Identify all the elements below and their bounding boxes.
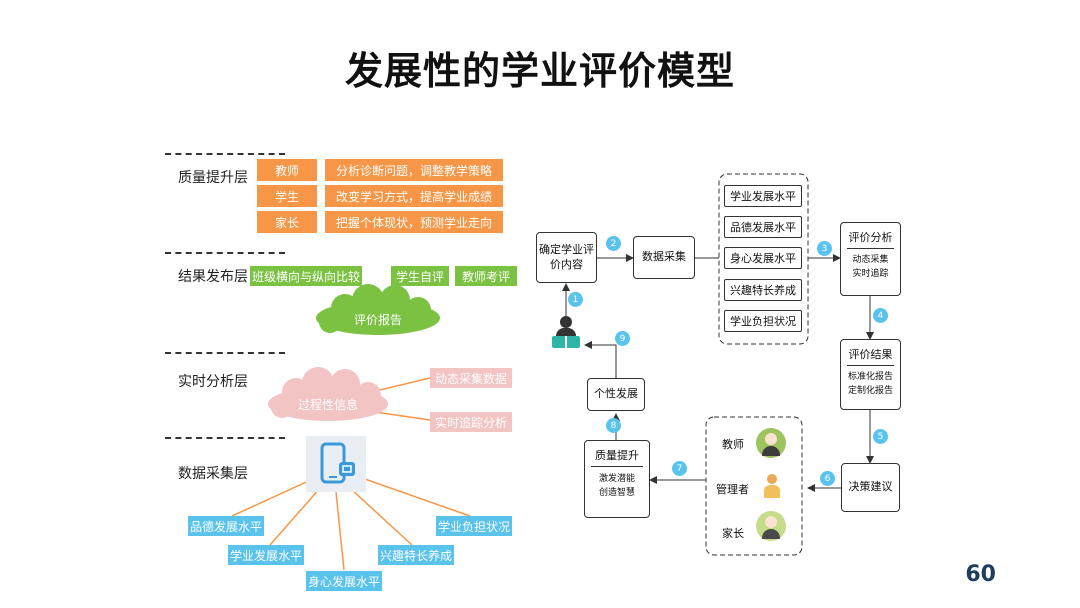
stakeholder-label: 管理者 [716,483,749,496]
mobile-device-icon [306,436,366,492]
flow-indicator: 学业负担状况 [724,310,802,332]
flow-analysis-line: 实时追踪 [852,268,889,279]
collect-link-5 [361,477,471,517]
divider [847,365,894,366]
step-badge: 1 [568,292,583,307]
layer-label-collect: 数据采集层 [178,466,248,482]
page-title: 发展性的学业评价模型 [344,49,735,93]
collect-link-4 [351,489,413,546]
divider [591,466,643,467]
collect-tag: 品德发展水平 [188,516,264,536]
layer-divider [165,437,285,439]
collect-tag: 兴趣特长养成 [378,545,454,565]
flow-analysis-box: 评价分析 动态采集 实时追踪 [840,222,901,296]
result-cloud: 评价报告 [353,313,402,327]
step-badge: 8 [606,418,621,433]
flow-quality-title: 质量提升 [595,449,639,462]
flow-indicator: 品德发展水平 [724,216,802,238]
student-reading-icon [549,316,583,350]
flow-collect-box: 数据采集 [633,236,695,279]
indicators-container [718,173,809,345]
teacher-avatar-icon [756,428,786,458]
step-badge: 2 [606,236,621,251]
step-badge: 7 [672,461,687,476]
collect-tag: 学业发展水平 [228,545,304,565]
quality-role: 教师 [257,159,317,181]
step-badge: 6 [820,471,835,486]
flow-result-line: 标准化报告 [847,372,893,382]
realtime-cloud: 过程性信息 [297,398,358,412]
collect-link-1 [231,477,316,517]
layer-label-realtime: 实时分析层 [178,374,248,390]
step-badge: 4 [873,308,888,323]
flow-analysis-title: 评价分析 [848,231,893,244]
realtime-link-2 [374,411,431,421]
stakeholders-container [705,416,803,556]
flow-result-line: 定制化报告 [847,385,893,396]
collect-link-2 [269,487,321,546]
quality-role: 家长 [257,211,317,233]
collect-tag: 学业负担状况 [436,516,512,536]
realtime-tag: 实时追踪分析 [430,412,512,432]
flow-decision-box: 决策建议 [841,463,900,512]
flow-indicator: 兴趣特长养成 [724,279,802,301]
step-badge: 5 [873,429,888,444]
layer-label-result: 结果发布层 [178,269,248,285]
quality-action: 改变学习方式，提高学业成绩 [325,185,503,207]
quality-action: 把握个体现状，预测学业走向 [325,211,503,233]
flow-quality-box: 质量提升 激发潜能 创造智慧 [584,440,650,518]
manager-avatar-icon [760,472,784,500]
page-number: 60 [965,562,996,587]
layer-divider [165,352,285,354]
step-badge: 9 [615,331,630,346]
flow-analysis-line: 动态采集 [852,255,889,265]
realtime-link-1 [379,377,431,391]
flow-confirm-box: 确定学业评价内容 [536,232,597,283]
step-badge: 3 [817,241,832,256]
collect-tag: 身心发展水平 [306,571,382,591]
result-tag: 班级横向与纵向比较 [250,266,362,286]
flow-quality-line: 激发潜能 [598,474,635,484]
layer-divider [165,252,285,254]
layer-label-quality: 质量提升层 [178,170,248,186]
flow-quality-line: 创造智慧 [598,487,635,498]
parent-avatar-icon [756,511,786,541]
flow-indicator: 学业发展水平 [724,185,802,207]
flow-result-title: 评价结果 [848,348,893,361]
realtime-tag: 动态采集数据 [430,368,512,388]
quality-action: 分析诊断问题，调整教学策略 [325,159,503,181]
stakeholder-label: 家长 [722,527,744,540]
arrow-personal-student [584,341,617,378]
quality-role: 学生 [257,185,317,207]
divider [847,248,894,249]
result-tag: 学生自评 [391,266,449,286]
layer-divider [165,153,285,155]
result-tag: 教师考评 [455,266,517,286]
flow-result-box: 评价结果 标准化报告 定制化报告 [840,339,901,410]
collect-link-3 [335,491,345,571]
stakeholder-label: 教师 [722,438,744,451]
flow-indicator: 身心发展水平 [724,247,802,269]
flow-personal-box: 个性发展 [587,378,645,411]
